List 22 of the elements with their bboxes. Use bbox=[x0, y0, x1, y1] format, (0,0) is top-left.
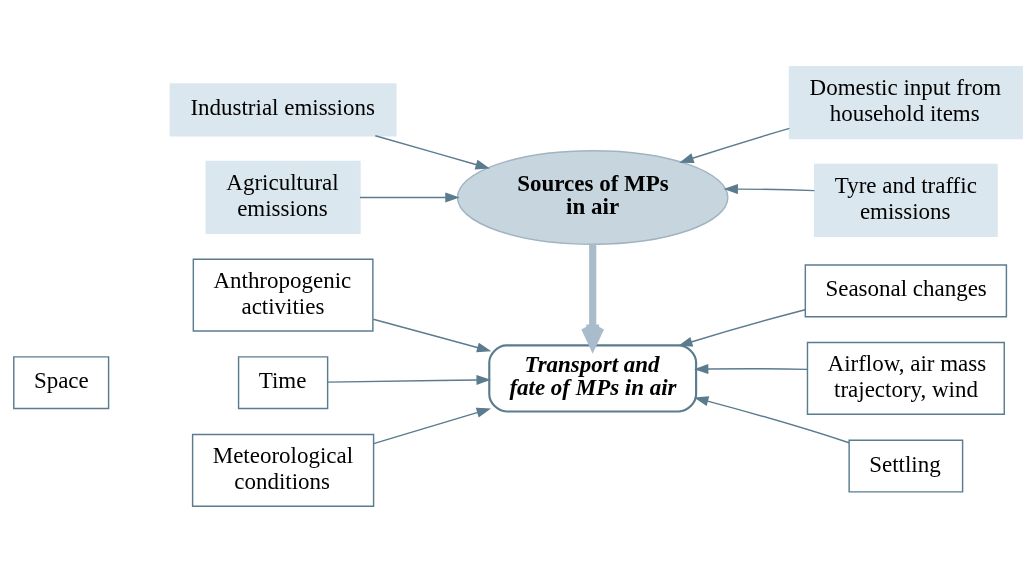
node-box: Anthropogenic activities bbox=[192, 258, 374, 332]
node-box: Airflow, air mass trajectory, wind bbox=[806, 341, 1005, 416]
node-box: Transport and fate of MPs in air bbox=[488, 344, 698, 413]
node-box: Domestic input from household items bbox=[788, 66, 1023, 140]
arrow bbox=[678, 309, 806, 347]
node-box: Settling bbox=[848, 439, 964, 493]
node-box: Seasonal changes bbox=[804, 264, 1008, 318]
node-box: Meteorological conditions bbox=[191, 433, 375, 507]
node-box: Time bbox=[237, 356, 329, 410]
node-box: Space bbox=[13, 356, 110, 410]
arrow bbox=[694, 396, 850, 444]
node-box: Industrial emissions bbox=[169, 83, 397, 137]
arrow bbox=[679, 127, 791, 163]
arrow bbox=[694, 364, 808, 375]
arrow bbox=[372, 318, 492, 353]
node-box: Tyre and traffic emissions bbox=[813, 163, 998, 237]
arrow bbox=[723, 184, 816, 195]
arrow bbox=[374, 135, 490, 170]
arrow bbox=[372, 407, 492, 445]
arrow bbox=[327, 375, 491, 386]
node-box: Agricultural emissions bbox=[205, 160, 361, 235]
arrow bbox=[359, 192, 460, 203]
